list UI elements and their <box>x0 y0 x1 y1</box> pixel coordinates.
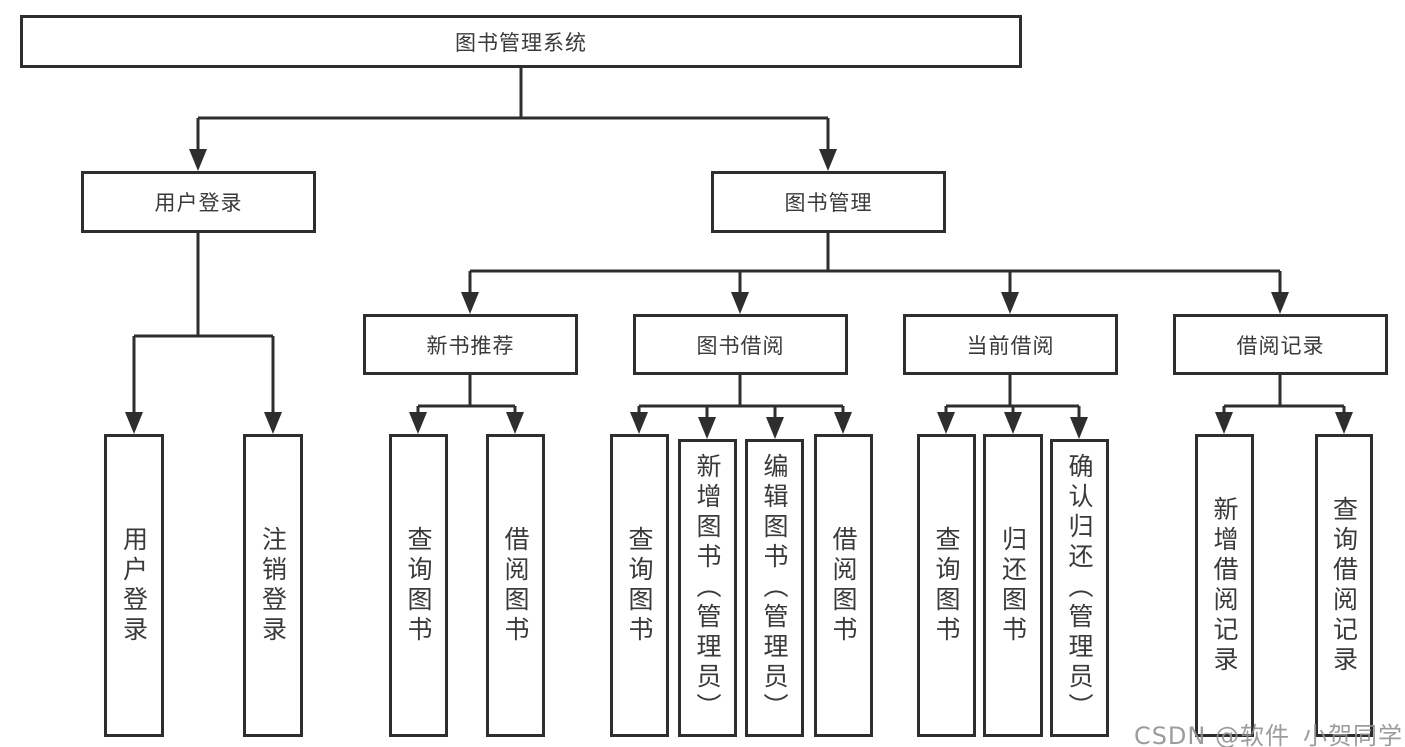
leaf-borrow-borrow: 借阅图书 <box>814 434 873 737</box>
leaf-current-query-label: 查询图书 <box>932 525 961 646</box>
node-book-management: 图书管理 <box>711 171 946 233</box>
leaf-borrow-add-admin-label: 新增图书（管理员） <box>693 453 722 723</box>
node-book-borrow-label: 图书借阅 <box>696 333 785 358</box>
leaf-record-add: 新增借阅记录 <box>1195 434 1254 737</box>
leaf-record-add-label: 新增借阅记录 <box>1210 495 1239 676</box>
arrowheads <box>125 149 1353 439</box>
leaf-borrow-query-label: 查询图书 <box>625 525 654 646</box>
node-book-management-label: 图书管理 <box>784 191 873 215</box>
leaf-newbook-query: 查询图书 <box>389 434 448 737</box>
leaf-record-query-label: 查询借阅记录 <box>1329 495 1359 676</box>
node-book-borrow: 图书借阅 <box>633 314 848 375</box>
leaf-user-login: 用户登录 <box>104 434 164 737</box>
watermark: CSDN @软件_小贺同学 <box>1133 722 1403 747</box>
leaf-borrow-borrow-label: 借阅图书 <box>829 525 858 646</box>
leaf-current-return-label: 归还图书 <box>998 525 1028 646</box>
leaf-borrow-edit-admin: 编辑图书（管理员） <box>745 439 804 737</box>
node-user-login: 用户登录 <box>81 171 316 233</box>
leaf-current-return: 归还图书 <box>983 434 1043 737</box>
node-borrow-record-label: 借阅记录 <box>1236 333 1325 358</box>
node-new-book-label: 新书推荐 <box>426 333 515 358</box>
leaf-logout-label: 注销登录 <box>258 525 288 646</box>
leaf-record-query: 查询借阅记录 <box>1315 434 1373 737</box>
leaf-newbook-borrow: 借阅图书 <box>486 434 545 737</box>
node-current-borrow: 当前借阅 <box>903 314 1118 375</box>
leaf-current-query: 查询图书 <box>917 434 976 737</box>
node-user-login-label: 用户登录 <box>154 191 243 215</box>
node-new-book: 新书推荐 <box>363 314 578 375</box>
node-current-borrow-label: 当前借阅 <box>966 333 1055 358</box>
node-borrow-record: 借阅记录 <box>1173 314 1388 375</box>
leaf-borrow-add-admin: 新增图书（管理员） <box>678 439 737 737</box>
leaf-user-login-label: 用户登录 <box>119 525 149 646</box>
leaf-logout: 注销登录 <box>243 434 303 737</box>
leaf-newbook-borrow-label: 借阅图书 <box>501 525 530 646</box>
leaf-borrow-edit-admin-label: 编辑图书（管理员） <box>760 453 789 723</box>
leaf-current-confirm-admin-label: 确认归还（管理员） <box>1065 453 1094 723</box>
node-root: 图书管理系统 <box>20 15 1022 68</box>
leaf-borrow-query: 查询图书 <box>610 434 669 737</box>
node-root-label: 图书管理系统 <box>455 30 587 55</box>
leaf-newbook-query-label: 查询图书 <box>404 525 433 646</box>
leaf-current-confirm-admin: 确认归还（管理员） <box>1050 439 1109 737</box>
